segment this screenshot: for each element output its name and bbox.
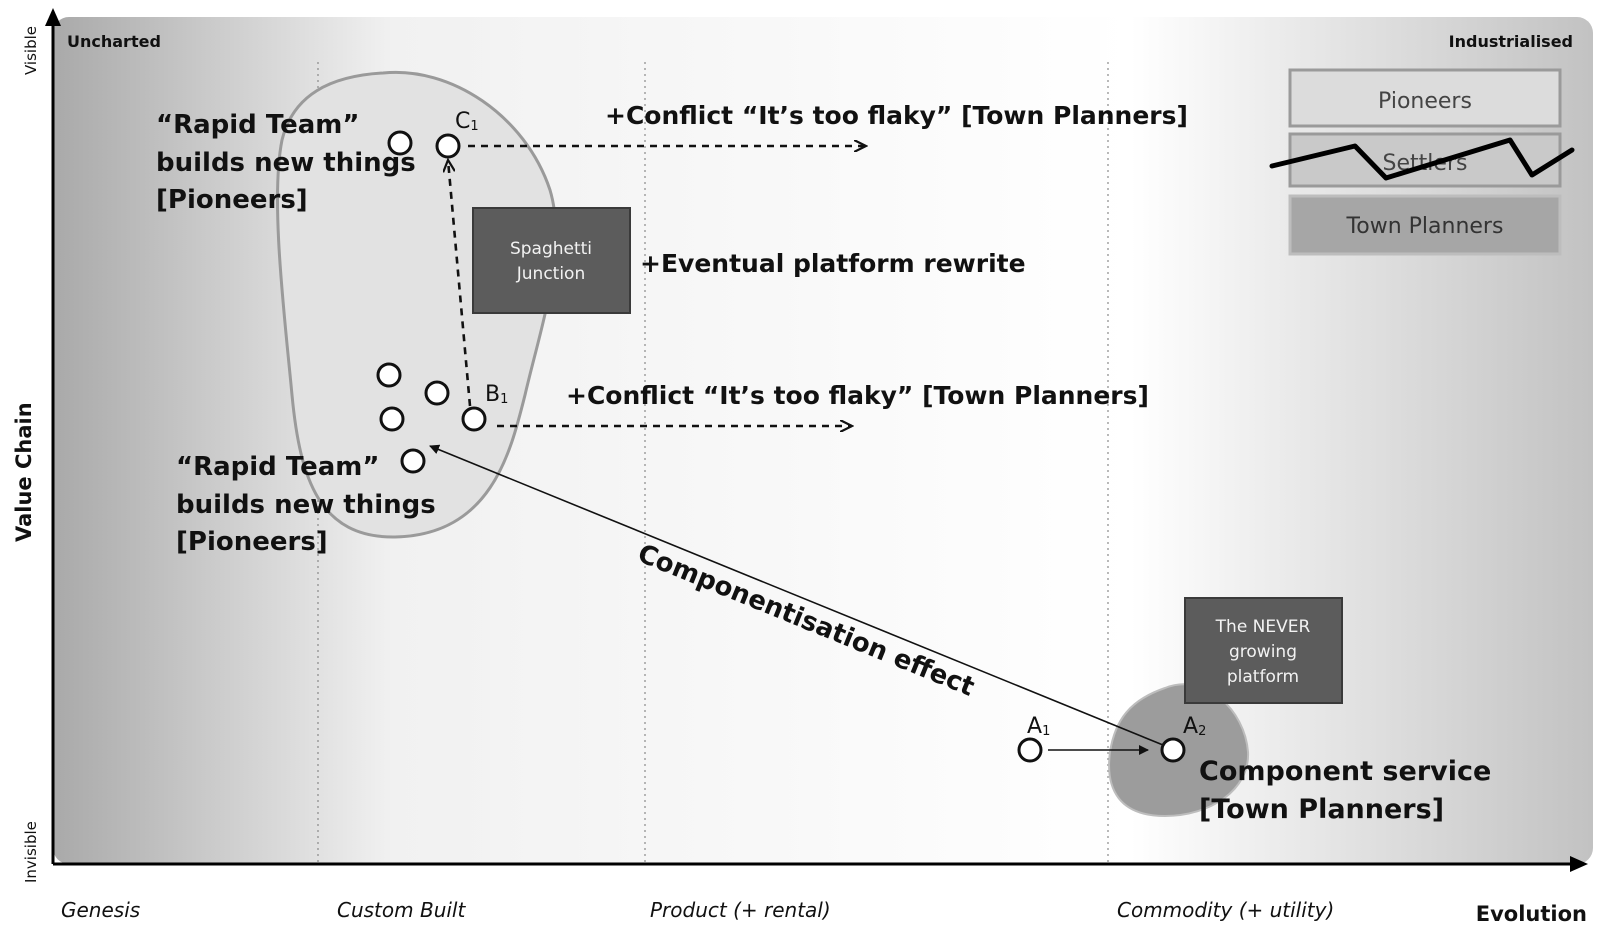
stage-custom-built: Custom Built: [337, 898, 466, 922]
spaghetti-junction-box: Spaghetti Junction: [472, 207, 631, 314]
never-growing-line1: The NEVER: [1215, 617, 1311, 637]
node-c1-letter: C: [455, 109, 470, 134]
node-a2-label: A2: [1183, 714, 1206, 739]
spaghetti-junction-line2: Junction: [516, 264, 585, 284]
stage-genesis: Genesis: [61, 898, 140, 922]
never-growing-platform-box: The NEVER growing platform: [1184, 597, 1343, 704]
spaghetti-junction-line1: Spaghetti: [510, 239, 592, 259]
arrow-b1-to-c1: [448, 160, 472, 407]
annotation-conflict-top: +Conflict “It’s too flaky” [Town Planner…: [605, 101, 1188, 130]
settlers-strikethrough-scribble: [1269, 137, 1575, 181]
axes: [51, 18, 1574, 866]
rapid-team-top-line3: [Pioneers]: [156, 185, 308, 215]
y-axis-bottom-label: Invisible: [22, 821, 40, 883]
node-b1-label: B1: [485, 382, 508, 407]
node-a2-letter: A: [1183, 714, 1198, 739]
node-c1-subscript: 1: [470, 119, 478, 134]
node-a1-letter: A: [1027, 714, 1042, 739]
annotation-conflict-mid: +Conflict “It’s too flaky” [Town Planner…: [566, 381, 1149, 410]
legend-pioneers-box: [1288, 68, 1562, 128]
dashed-arrows: [448, 146, 866, 426]
node-a2-subscript: 2: [1198, 724, 1206, 739]
component-service-line2: [Town Planners]: [1199, 794, 1444, 825]
rapid-team-top-line1: “Rapid Team”: [156, 110, 359, 140]
legend-pioneers: Pioneers: [1378, 89, 1472, 114]
corner-industrialised: Industrialised: [1449, 32, 1573, 51]
stage-commodity: Commodity (+ utility): [1117, 898, 1334, 922]
y-axis-top-label: Visible: [22, 26, 40, 75]
node-a2: [1160, 737, 1186, 763]
never-growing-platform-rect: [1184, 597, 1343, 704]
node-a1-subscript: 1: [1042, 724, 1050, 739]
stage-product: Product (+ rental): [650, 898, 831, 922]
arrow-componentisation: [429, 444, 1164, 746]
annotation-platform-rewrite: +Eventual platform rewrite: [640, 249, 1026, 278]
node-b1-subscript: 1: [500, 392, 508, 407]
node-mid-3: [379, 406, 405, 432]
y-axis-arrow: [45, 8, 61, 26]
node-a1: [1017, 737, 1043, 763]
component-service-label: Component service [Town Planners]: [1199, 756, 1491, 825]
rapid-team-top-label: “Rapid Team” builds new things [Pioneers…: [156, 110, 416, 215]
legend-town-planners-box: [1288, 194, 1562, 256]
x-axis-arrow: [1570, 856, 1588, 872]
node-c1-label: C1: [455, 109, 479, 134]
x-axis-label: Evolution: [1476, 902, 1587, 926]
corner-uncharted: Uncharted: [67, 32, 161, 51]
node-top-left: [387, 130, 413, 156]
component-service-line1: Component service: [1199, 756, 1491, 787]
node-b1-letter: B: [485, 382, 500, 407]
node-mid-4: [400, 448, 426, 474]
node-b1: [461, 406, 487, 432]
legend: Pioneers Settlers Town Planners: [1269, 68, 1575, 256]
rapid-team-top-line2: builds new things: [156, 148, 416, 178]
y-axis-label: Value Chain: [12, 402, 36, 542]
rapid-team-bottom-line2: builds new things: [176, 490, 436, 520]
rapid-team-bottom-line1: “Rapid Team”: [176, 452, 379, 482]
legend-town-planners: Town Planners: [1346, 214, 1504, 239]
node-mid-1: [376, 362, 402, 388]
nodes: [376, 130, 1186, 763]
spaghetti-junction-rect: [472, 207, 631, 314]
node-a1-label: A1: [1027, 714, 1050, 739]
node-mid-2: [424, 380, 450, 406]
never-growing-line2: growing: [1229, 642, 1297, 662]
rapid-team-bottom-label: “Rapid Team” builds new things [Pioneers…: [176, 452, 436, 557]
rapid-team-bottom-line3: [Pioneers]: [176, 527, 328, 557]
never-growing-line3: platform: [1227, 667, 1299, 687]
node-c1: [435, 133, 461, 159]
legend-settlers-box: [1288, 132, 1562, 188]
